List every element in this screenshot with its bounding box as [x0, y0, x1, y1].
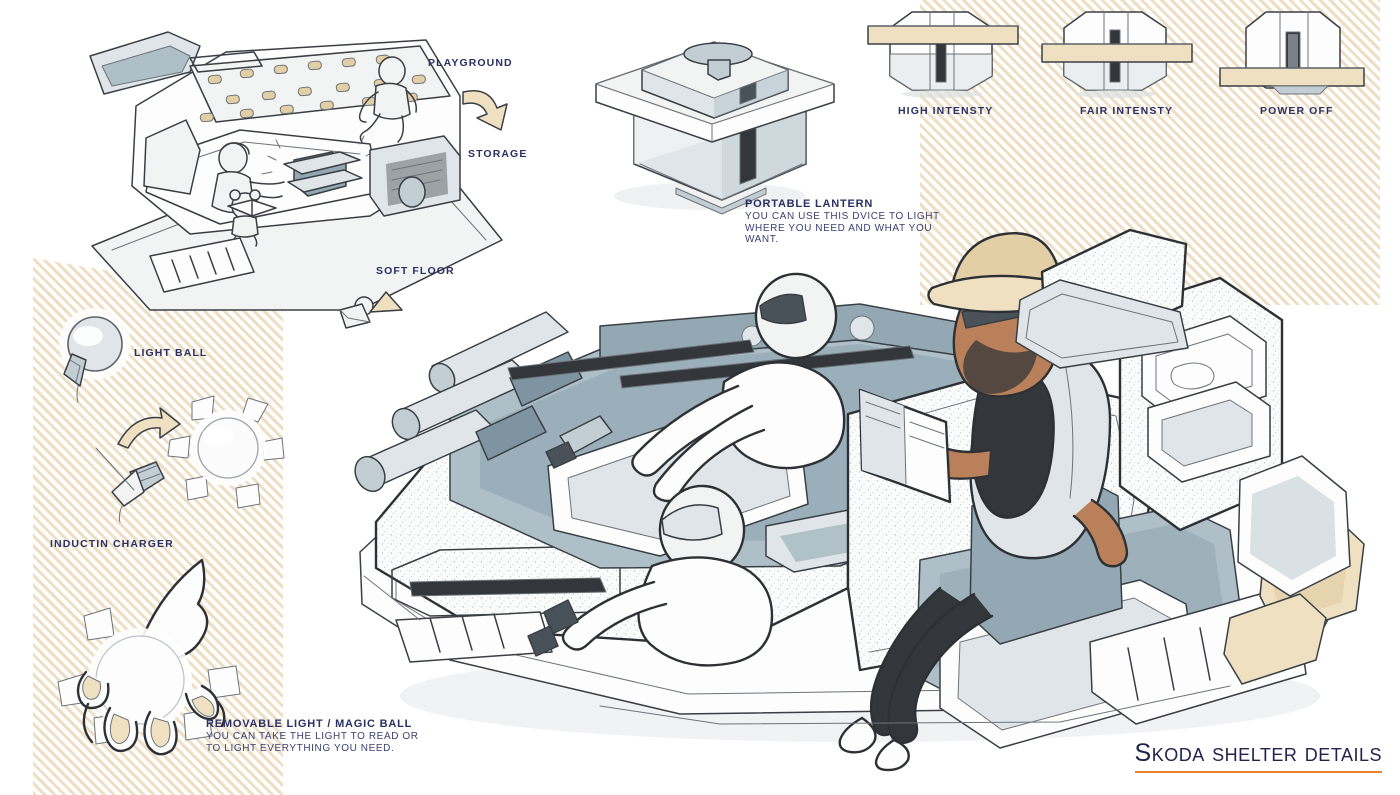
- induction-charger-sketch: [95, 395, 288, 523]
- lantern-caption-body: YOU CAN USE THIS DVICE TO LIGHT WHERE YO…: [745, 211, 940, 246]
- light-ball-sketch: [42, 308, 152, 403]
- interior-playroom-sketch: [40, 10, 510, 340]
- lantern-caption-title: PORTABLE LANTERN: [745, 198, 874, 210]
- callout-induction-charger: INDUCTIN CHARGER: [50, 538, 174, 550]
- magic-ball-caption-title: REMOVABLE LIGHT / MAGIC BALL: [206, 718, 413, 730]
- lantern-state-high-label: HIGH INTENSTY: [898, 105, 994, 117]
- magic-ball-caption-line1: YOU CAN TAKE THE LIGHT TO READ OR: [206, 731, 419, 742]
- magic-ball-caption-body: YOU CAN TAKE THE LIGHT TO READ OR TO LIG…: [206, 731, 419, 754]
- rider-upper: [507, 272, 846, 503]
- lantern-state-off-label: POWER OFF: [1260, 105, 1334, 117]
- lantern-caption-line2: WHERE YOU NEED AND WHAT YOU: [745, 222, 933, 234]
- storage-arrow-icon: [455, 86, 515, 156]
- shelter-vehicle-main-render: [300, 200, 1380, 772]
- lantern-caption-line1: YOU CAN USE THIS DVICE TO LIGHT: [745, 211, 940, 222]
- toy-pile: [339, 291, 403, 329]
- rider-lower: [527, 484, 774, 667]
- magic-ball-caption-line2: TO LIGHT EVERYTHING YOU NEED.: [206, 742, 395, 754]
- callout-storage: STORAGE: [468, 148, 528, 160]
- callout-playground: PLAYGROUND: [428, 57, 513, 69]
- page-title: Skoda shelter details: [1134, 739, 1382, 767]
- lantern-on-bench: [261, 135, 381, 197]
- callout-soft-floor: SOFT FLOOR: [376, 265, 455, 277]
- lantern-state-fair-label: FAIR INTENSTY: [1080, 105, 1174, 117]
- title-underline-rule: [1134, 771, 1382, 773]
- lantern-caption-line3: WANT.: [745, 234, 779, 245]
- callout-light-ball: LIGHT BALL: [134, 347, 208, 359]
- child-climbing: [358, 56, 418, 143]
- teddy-bear: [227, 189, 277, 247]
- magic-ball-hands-sketch: [57, 552, 278, 756]
- lantern-state-high: [867, 4, 1019, 98]
- lantern-state-off: [1216, 4, 1366, 96]
- portable-lantern-hero: [580, 18, 860, 218]
- title-block: Skoda shelter details: [1134, 739, 1382, 773]
- lantern-state-fair: [1041, 4, 1193, 98]
